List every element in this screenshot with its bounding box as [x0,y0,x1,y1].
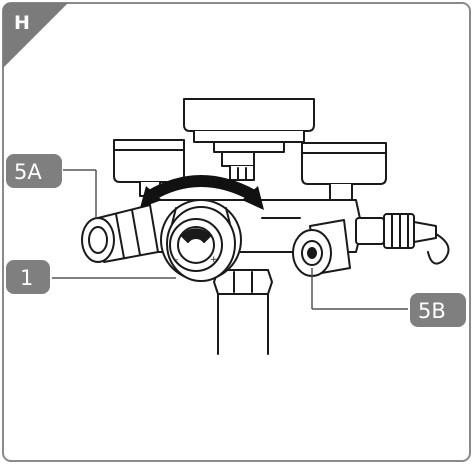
corner-tab [3,3,68,68]
corner-label: H [14,12,30,34]
callout-1-label: 1 [20,266,33,290]
callout-5a-label: 5A [14,160,42,184]
top-gauge-stem-block [213,141,285,153]
rotation-arrow-head-right [242,186,264,210]
callout-5b-label: 5B [418,299,446,323]
rotation-arrow [140,175,264,210]
top-gauge-nut [221,151,255,167]
knob-scale [181,228,211,243]
rotation-arrow-head-left [140,186,162,208]
top-gauge [183,98,315,132]
top-gauge-neck [229,165,255,181]
callout-5a: 5A [6,154,97,218]
right-gauge [301,142,387,185]
regulator-line-art [81,98,450,355]
dial-minus-mark: – [174,255,179,265]
right-fitting-tip [413,221,437,243]
left-gauge [113,139,185,183]
right-fitting [355,217,385,245]
dial-plus-mark: + [210,255,218,265]
tether-loop [427,233,450,265]
top-gauge-rim [193,130,305,143]
callout-1: 1 [6,260,176,294]
callout-5b: 5B [311,268,466,327]
